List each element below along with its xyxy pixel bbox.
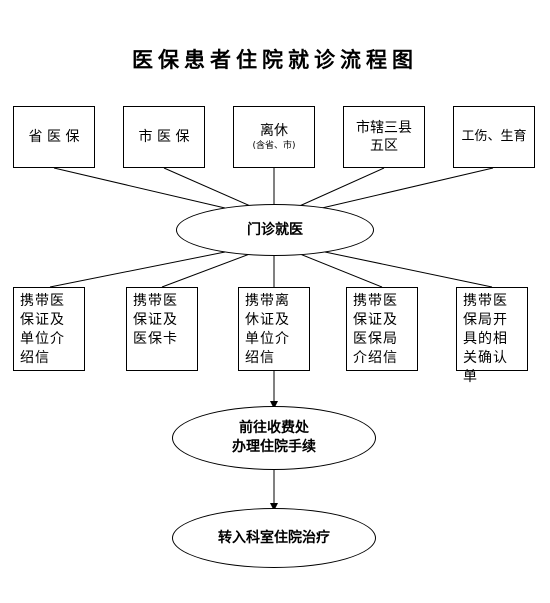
doc-box-2: 携带医保证及医保卡 bbox=[126, 287, 198, 371]
box-sublabel: (含省、市) bbox=[252, 141, 296, 151]
doc-label: 携带医保局开具的相关确认单 bbox=[463, 293, 508, 385]
line-doc-2 bbox=[161, 251, 256, 288]
line-top-5 bbox=[321, 167, 494, 209]
line-doc-5 bbox=[324, 251, 493, 288]
box-provincial-insurance: 省 医 保 bbox=[13, 106, 95, 168]
box-label: 市辖三县 五区 bbox=[356, 120, 412, 154]
box-label: 离休 bbox=[260, 123, 288, 139]
box-label: 市 医 保 bbox=[138, 129, 190, 145]
outpatient-ellipse: 门诊就医 bbox=[176, 204, 374, 256]
doc-box-5: 携带医保局开具的相关确认单 bbox=[456, 287, 528, 385]
doc-label: 携带离休证及单位介绍信 bbox=[245, 293, 290, 366]
ellipse-label: 前往收费处 办理住院手续 bbox=[232, 420, 316, 455]
transfer-ellipse: 转入科室住院治疗 bbox=[172, 508, 376, 568]
box-retired: 离休 (含省、市) bbox=[233, 106, 315, 168]
page-title: 医保患者住院就诊流程图 bbox=[132, 47, 418, 72]
doc-label: 携带医保证及医保局介绍信 bbox=[353, 293, 398, 366]
doc-label: 携带医保证及单位介绍信 bbox=[20, 293, 65, 366]
line-doc-4 bbox=[294, 251, 383, 288]
box-injury-maternity: 工伤、生育 bbox=[453, 106, 535, 168]
box-label: 工伤、生育 bbox=[461, 129, 527, 144]
line-top-4 bbox=[294, 167, 385, 209]
line-top-1 bbox=[53, 167, 226, 209]
box-counties-districts: 市辖三县 五区 bbox=[343, 106, 425, 168]
doc-box-4: 携带医保证及医保局介绍信 bbox=[346, 287, 418, 371]
doc-box-3: 携带离休证及单位介绍信 bbox=[238, 287, 310, 371]
billing-ellipse: 前往收费处 办理住院手续 bbox=[172, 406, 376, 470]
doc-box-1: 携带医保证及单位介绍信 bbox=[13, 287, 85, 371]
ellipse-label: 转入科室住院治疗 bbox=[218, 529, 330, 546]
box-city-insurance: 市 医 保 bbox=[123, 106, 205, 168]
doc-label: 携带医保证及医保卡 bbox=[133, 293, 178, 347]
line-doc-1 bbox=[49, 251, 226, 288]
ellipse-label: 门诊就医 bbox=[247, 221, 303, 238]
box-label: 省 医 保 bbox=[28, 129, 80, 145]
line-top-2 bbox=[163, 167, 256, 209]
